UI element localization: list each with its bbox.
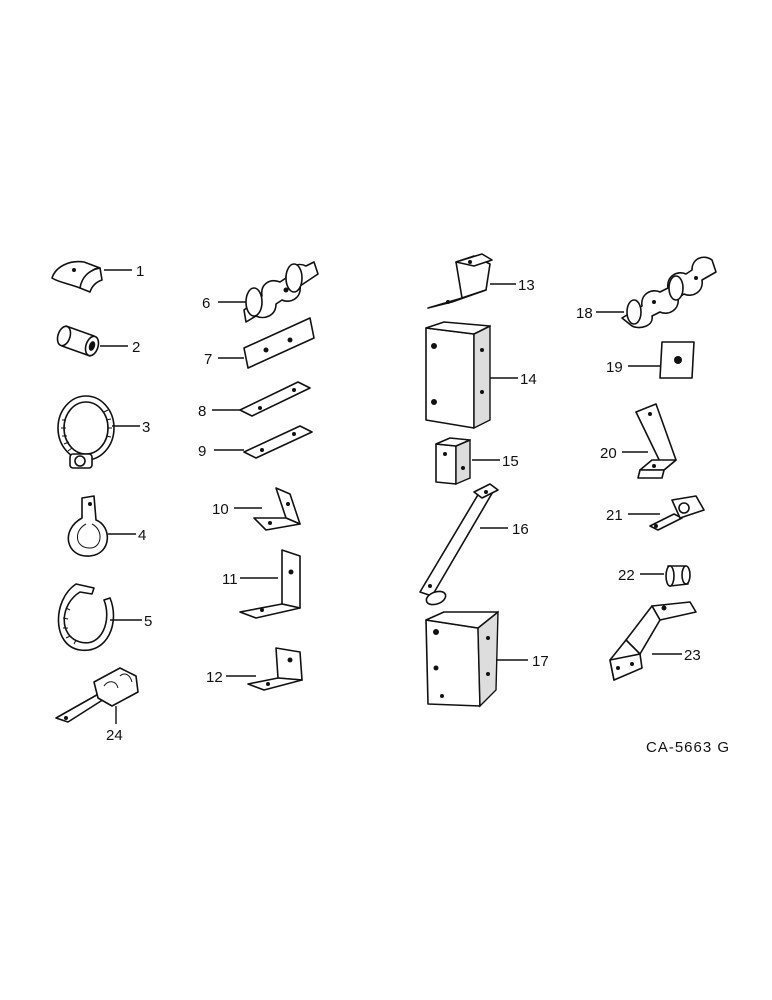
part-15-small-bracket: 15 xyxy=(435,437,519,486)
callout-7: 7 xyxy=(204,351,212,368)
callout-11: 11 xyxy=(222,571,238,588)
callout-20: 20 xyxy=(600,445,617,462)
callout-10: 10 xyxy=(212,501,229,518)
part-11-angle-bracket: 11 xyxy=(222,549,301,619)
callout-13: 13 xyxy=(518,277,535,294)
callout-23: 23 xyxy=(684,647,701,664)
part-6-double-clamp: 6 xyxy=(202,261,319,323)
part-9-strap: 9 xyxy=(198,425,313,460)
callout-24: 24 xyxy=(106,727,123,744)
part-23-bent-bracket: 23 xyxy=(609,601,701,681)
part-2-spacer: 2 xyxy=(56,325,140,357)
part-8-strap: 8 xyxy=(198,381,311,420)
callout-14: 14 xyxy=(520,371,537,388)
part-20-offset-bracket: 20 xyxy=(600,403,677,479)
part-13-z-bracket: 13 xyxy=(427,253,535,309)
callout-1: 1 xyxy=(136,263,144,280)
callout-12: 12 xyxy=(206,669,223,686)
callout-18: 18 xyxy=(576,305,593,322)
drawing-code: CA-5663 G xyxy=(646,739,730,756)
part-12-angle-bracket: 12 xyxy=(206,647,303,691)
callout-8: 8 xyxy=(198,403,206,420)
part-10-angle-bracket: 10 xyxy=(212,487,301,531)
callout-3: 3 xyxy=(142,419,150,436)
part-24-double-clip: 24 xyxy=(55,667,139,744)
part-16-support-strap: 16 xyxy=(419,483,529,606)
callout-15: 15 xyxy=(502,453,519,470)
callout-21: 21 xyxy=(606,507,623,524)
part-1-saddle-clamp: 1 xyxy=(51,260,144,293)
part-14-large-bracket: 14 xyxy=(425,321,537,430)
callout-6: 6 xyxy=(202,295,210,312)
callout-17: 17 xyxy=(532,653,549,670)
callout-5: 5 xyxy=(144,613,152,630)
callout-19: 19 xyxy=(606,359,623,376)
part-22-bushing: 22 xyxy=(618,565,691,587)
part-21-clip: 21 xyxy=(606,495,705,531)
part-7-flat-plate: 7 xyxy=(204,317,315,369)
part-5-strap: 5 xyxy=(57,583,152,651)
part-3-hose-clamp: 3 xyxy=(57,395,150,469)
callout-9: 9 xyxy=(198,443,206,460)
callout-4: 4 xyxy=(138,527,146,544)
part-17-tapered-bracket: 17 xyxy=(425,610,549,708)
callout-16: 16 xyxy=(512,521,529,538)
part-4-loop-clamp: 4 xyxy=(67,495,146,557)
callout-2: 2 xyxy=(132,339,140,356)
part-19-square-washer: 19 xyxy=(606,341,695,379)
callout-22: 22 xyxy=(618,567,635,584)
part-18-triple-clamp: 18 xyxy=(576,256,717,329)
